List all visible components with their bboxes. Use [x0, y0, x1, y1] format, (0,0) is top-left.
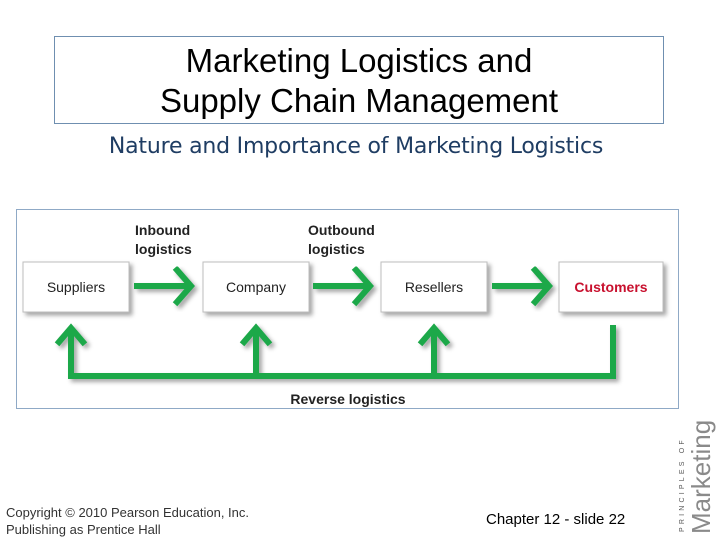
box-resellers-label: Resellers [405, 279, 463, 295]
diagram-canvas: Inbound logistics Outbound logistics Sup… [22, 222, 664, 407]
box-resellers: Resellers [380, 261, 488, 313]
box-company-label: Company [226, 279, 286, 295]
arrow-company-to-resellers [313, 265, 374, 307]
outbound-label-line1: Outbound [308, 222, 375, 238]
inbound-label-line1: Inbound [135, 222, 190, 238]
reverse-logistics-loop [54, 323, 616, 379]
slide-number: Chapter 12 - slide 22 [486, 511, 626, 528]
arrow-resellers-to-customers [492, 265, 553, 307]
subtitle: Nature and Importance of Marketing Logis… [108, 134, 604, 159]
copyright: Copyright © 2010 Pearson Education, Inc.… [6, 504, 249, 538]
box-customers: Customers [558, 261, 664, 313]
title-box: Marketing Logistics and Supply Chain Man… [54, 36, 664, 124]
box-customers-label: Customers [574, 279, 647, 295]
principles-of-marketing-logo: PRINCIPLES OF Marketing [679, 420, 716, 534]
box-suppliers: Suppliers [22, 261, 130, 313]
arrow-suppliers-to-company [134, 265, 195, 307]
outbound-label-line2: logistics [308, 241, 365, 257]
copyright-line-2: Publishing as Prentice Hall [6, 522, 161, 537]
title-line-2: Supply Chain Management [159, 82, 559, 119]
copyright-line-1: Copyright © 2010 Pearson Education, Inc. [6, 505, 250, 520]
box-suppliers-label: Suppliers [47, 279, 105, 295]
title-line-1: Marketing Logistics and [185, 42, 533, 79]
box-company: Company [202, 261, 310, 313]
inbound-label-line2: logistics [135, 241, 192, 257]
reverse-logistics-label: Reverse logistics [290, 391, 405, 407]
logistics-diagram: Inbound logistics Outbound logistics Sup… [16, 209, 679, 409]
logo-large-text: Marketing [686, 420, 716, 534]
logo-small-text: PRINCIPLES OF [679, 437, 686, 532]
